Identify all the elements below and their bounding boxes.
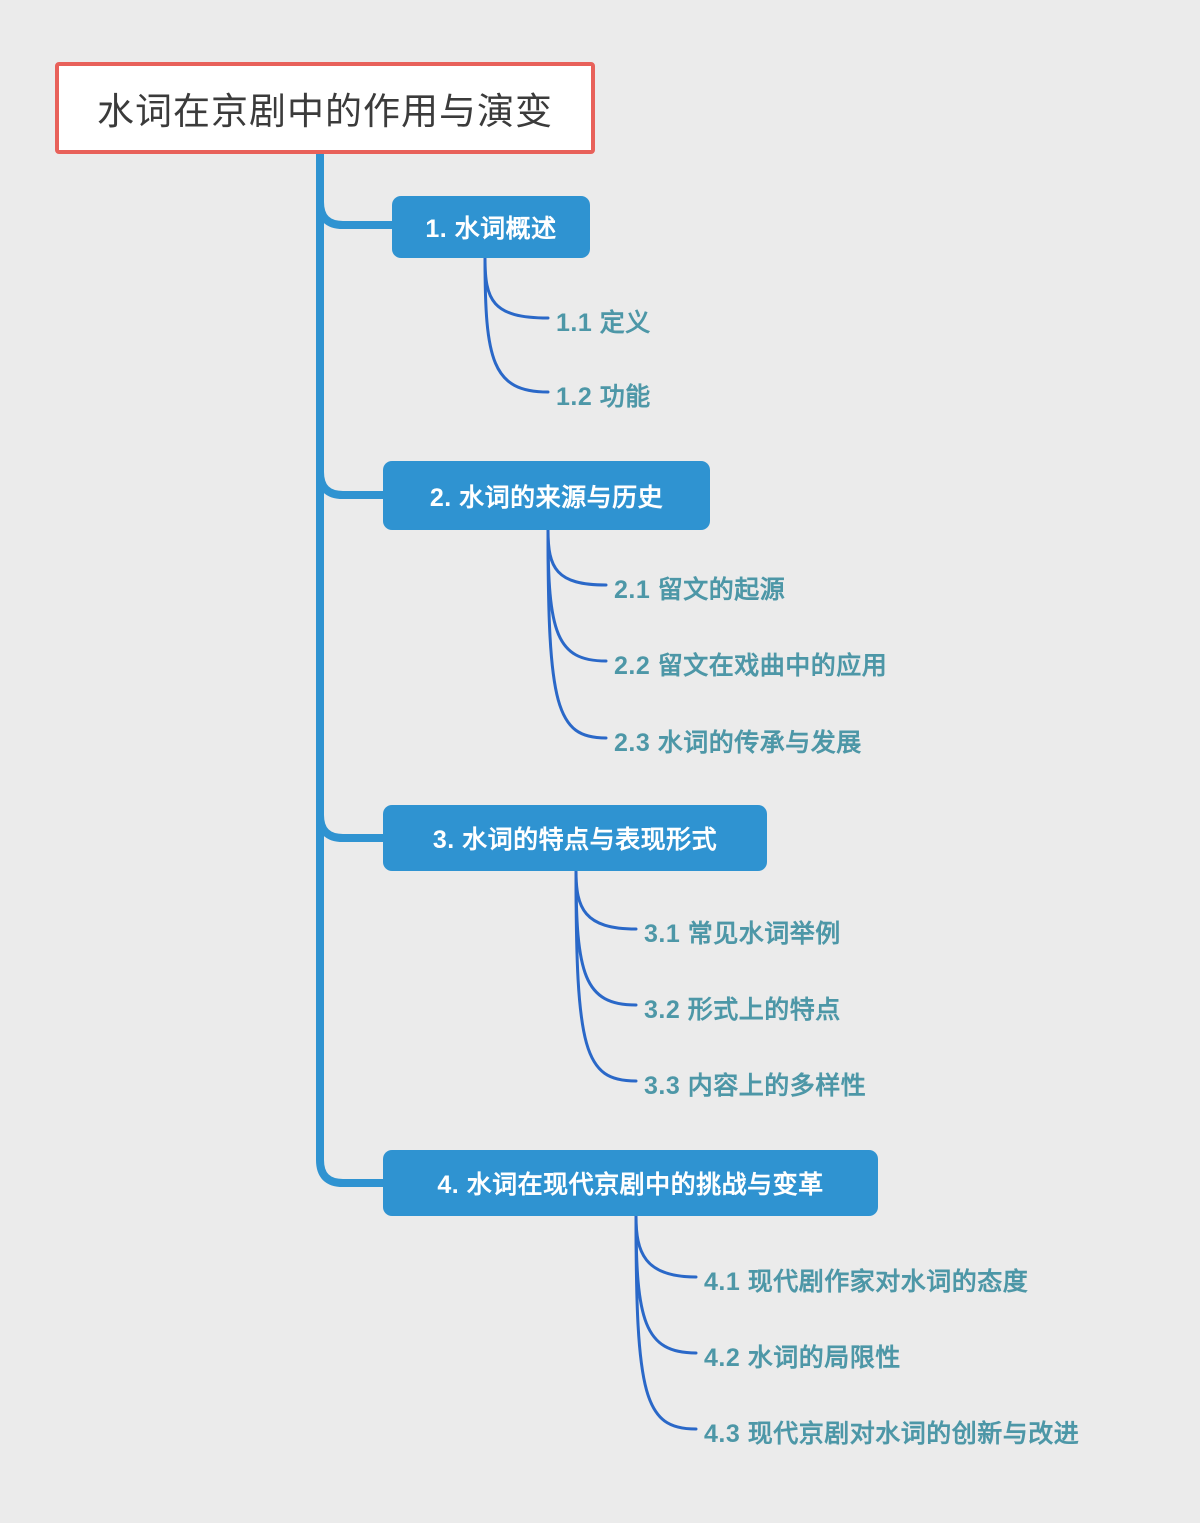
leaf-node-4-3-label: 4.3 现代京剧对水词的创新与改进	[704, 1420, 1080, 1448]
leaf-line-3-3	[574, 869, 638, 1083]
leaf-node-2-3-label: 2.3 水词的传承与发展	[614, 729, 862, 757]
leaf-node-3-1-label: 3.1 常见水词举例	[644, 920, 841, 948]
root-node[interactable]: 水词在京剧中的作用与演变	[55, 62, 595, 154]
root-node-label: 水词在京剧中的作用与演变	[97, 91, 553, 132]
leaf-node-2-2-label: 2.2 留文在戏曲中的应用	[614, 652, 888, 680]
trunk-branch-1	[316, 186, 396, 229]
leaf-node-1-2[interactable]: 1.2 功能	[556, 377, 651, 413]
leaf-node-1-2-label: 1.2 功能	[556, 383, 651, 411]
branch-node-2-label: 2. 水词的来源与历史	[429, 483, 664, 512]
leaf-line-1-2	[483, 256, 550, 394]
leaf-node-2-1-label: 2.1 留文的起源	[614, 576, 786, 604]
leaf-line-3-2	[574, 869, 638, 1007]
branch-node-4-label: 4. 水词在现代京剧中的挑战与变革	[437, 1171, 824, 1199]
branch-node-1[interactable]: 1. 水词概述	[392, 196, 590, 258]
leaf-node-4-3[interactable]: 4.3 现代京剧对水词的创新与改进	[704, 1414, 1079, 1450]
leaf-node-1-1-label: 1.1 定义	[556, 309, 651, 337]
branch-node-4[interactable]: 4. 水词在现代京剧中的挑战与变革	[383, 1150, 878, 1216]
branch-node-3-label: 3. 水词的特点与表现形式	[432, 826, 718, 854]
leaf-line-4-3	[634, 1214, 698, 1431]
leaf-node-1-1[interactable]: 1.1 定义	[556, 303, 651, 339]
leaf-line-3-1	[574, 869, 638, 931]
leaf-node-4-2-label: 4.2 水词的局限性	[704, 1344, 901, 1372]
leaf-line-2-3	[546, 528, 608, 740]
leaf-line-1-1	[483, 256, 550, 320]
leaf-node-3-3-label: 3.3 内容上的多样性	[644, 1072, 867, 1100]
leaf-node-2-2[interactable]: 2.2 留文在戏曲中的应用	[614, 646, 887, 682]
branch-node-3[interactable]: 3. 水词的特点与表现形式	[383, 805, 767, 871]
leaf-node-2-3[interactable]: 2.3 水词的传承与发展	[614, 723, 862, 759]
leaf-node-3-1[interactable]: 3.1 常见水词举例	[644, 914, 841, 950]
branch-node-2[interactable]: 2. 水词的来源与历史	[383, 461, 710, 530]
leaf-node-4-2[interactable]: 4.2 水词的局限性	[704, 1338, 901, 1374]
trunk-branch-3	[316, 799, 396, 842]
leaf-line-2-2	[546, 528, 608, 663]
leaf-node-3-3[interactable]: 3.3 内容上的多样性	[644, 1066, 866, 1102]
leaf-node-4-1-label: 4.1 现代剧作家对水词的态度	[704, 1268, 1029, 1296]
trunk-branch-2	[316, 456, 396, 499]
trunk-line	[316, 150, 394, 1187]
leaf-node-3-2-label: 3.2 形式上的特点	[644, 996, 841, 1024]
leaf-node-3-2[interactable]: 3.2 形式上的特点	[644, 990, 841, 1026]
leaf-node-4-1[interactable]: 4.1 现代剧作家对水词的态度	[704, 1262, 1028, 1298]
leaf-line-4-1	[634, 1214, 698, 1279]
branch-node-1-label: 1. 水词概述	[425, 215, 557, 243]
leaf-line-2-1	[546, 528, 608, 587]
leaf-node-2-1[interactable]: 2.1 留文的起源	[614, 570, 785, 606]
leaf-line-4-2	[634, 1214, 698, 1355]
